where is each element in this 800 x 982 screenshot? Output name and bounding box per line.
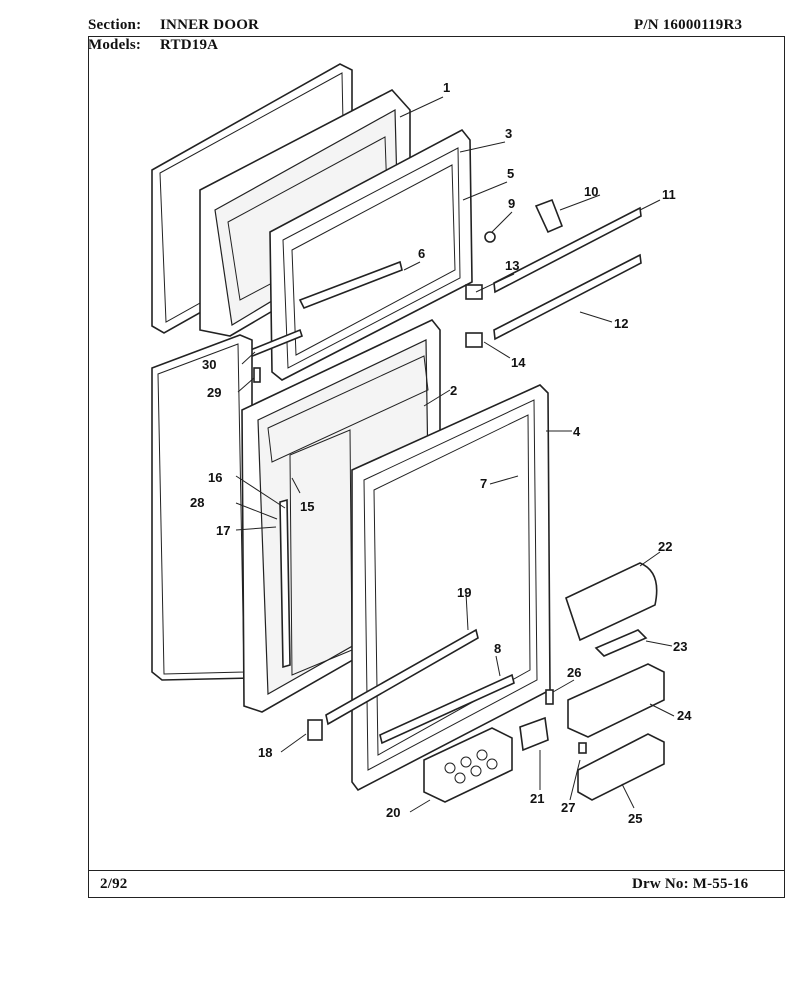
- callout-24: 24: [677, 708, 692, 723]
- callout-1: 1: [443, 80, 450, 95]
- callout-4: 4: [573, 424, 581, 439]
- egg-bin-20: [423, 727, 513, 803]
- shelf-11: [493, 206, 642, 294]
- callout-6: 6: [418, 246, 425, 261]
- tray-23: [594, 629, 648, 657]
- clip-18: [307, 719, 323, 741]
- bin-25: [577, 733, 665, 801]
- section-value: INNER DOOR: [160, 17, 260, 33]
- diagram-frame: [88, 36, 785, 898]
- clip-14: [465, 332, 483, 348]
- footer-rule: [88, 870, 785, 871]
- callout-23: 23: [673, 639, 687, 654]
- bracket-21: [519, 716, 549, 752]
- callout-8: 8: [494, 641, 501, 656]
- section-label: Section:: [88, 17, 142, 33]
- callout-26: 26: [567, 665, 581, 680]
- callout-30: 30: [202, 357, 216, 372]
- dairy-door-22: [565, 562, 658, 642]
- bin-24: [567, 663, 665, 738]
- callout-3: 3: [505, 126, 512, 141]
- callout-9: 9: [508, 196, 515, 211]
- freezer-shelf-rail: [298, 260, 403, 310]
- models-label: Models:: [88, 37, 142, 53]
- callout-11: 11: [662, 187, 676, 202]
- freezer-gasket: [269, 128, 473, 381]
- callout-29: 29: [207, 385, 221, 400]
- callout-12: 12: [614, 316, 628, 331]
- callout-7: 7: [480, 476, 487, 491]
- callout-21: 21: [530, 791, 544, 806]
- strip-19: [325, 628, 479, 726]
- callout-14: 14: [511, 355, 526, 370]
- callout-22: 22: [658, 539, 672, 554]
- callout-28: 28: [190, 495, 204, 510]
- callout-2: 2: [450, 383, 457, 398]
- callout-16: 16: [208, 470, 222, 485]
- liner-strip-16: [279, 498, 291, 669]
- callout-17: 17: [216, 523, 230, 538]
- callout-19: 19: [457, 585, 471, 600]
- callout-13: 13: [505, 258, 519, 273]
- callout-10: 10: [584, 184, 598, 199]
- part-27: [578, 742, 587, 754]
- callout-15: 15: [300, 499, 314, 514]
- part-26: [545, 689, 554, 705]
- footer-date: 2/92: [100, 876, 128, 892]
- callout-25: 25: [628, 811, 642, 826]
- callout-18: 18: [258, 745, 272, 760]
- models-value: RTD19A: [160, 37, 219, 53]
- screw-29: [253, 367, 261, 383]
- plug-9: [484, 231, 496, 243]
- drawing-number: Drw No: M-55-16: [632, 876, 749, 892]
- bracket-10: [534, 198, 564, 234]
- rail-8: [379, 673, 515, 745]
- clip-13: [465, 284, 483, 300]
- callout-27: 27: [561, 800, 575, 815]
- callout-5: 5: [507, 166, 514, 181]
- shelf-12: [493, 253, 642, 341]
- part-number: P/N 16000119R3: [634, 17, 743, 33]
- callout-20: 20: [386, 805, 400, 820]
